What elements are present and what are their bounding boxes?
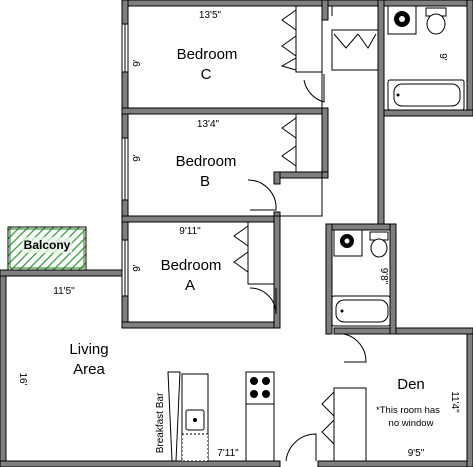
mid-bath-fixtures [331, 229, 391, 327]
bedroom-c-label: Bedroom [177, 46, 238, 63]
bedroom-a-label: Bedroom [161, 257, 222, 274]
top-bath-fixtures [387, 5, 465, 111]
living-label-2: Area [73, 361, 105, 378]
living-height-dim: 16' [17, 372, 28, 385]
windows [121, 23, 129, 297]
bath-mid-walls [325, 223, 397, 335]
kitchen-dim: 7'11" [217, 448, 239, 459]
bedroom-c-letter: C [201, 66, 212, 83]
bedroom-c-height-dim: 9' [132, 59, 143, 67]
bedroom-a-width-dim: 9'11" [179, 226, 201, 237]
living-label: Living [69, 341, 108, 358]
bathtub-drain-icon-2 [340, 309, 344, 313]
den-note-line2: no window [389, 418, 434, 429]
outer-walls [0, 269, 473, 467]
bedroom-b-letter: B [200, 173, 210, 190]
bath-top-dim: 9' [437, 53, 448, 61]
stove-icon [245, 371, 275, 405]
bedroom-a-letter: A [185, 277, 195, 294]
bathtub-drain-icon [396, 93, 400, 97]
bedroom-b-width-dim: 13'4" [197, 119, 220, 130]
bedroom-a-height-dim: 9' [132, 264, 143, 272]
den-label: Den [397, 376, 425, 393]
bedroom-b-label: Bedroom [176, 153, 237, 170]
closet-doors [233, 5, 379, 462]
balcony-label: Balcony [24, 238, 71, 252]
bedroom-c-width-dim: 13'5" [199, 10, 222, 21]
balcony: Balcony [7, 226, 87, 271]
bath-mid-dim: 9'8" [378, 268, 389, 285]
bedroom-b-height-dim: 9' [132, 154, 143, 162]
living-width-dim: 11'5" [53, 286, 75, 297]
kitchen-sink-icon [193, 418, 197, 422]
breakfast-bar-label: Breakfast Bar [155, 392, 166, 453]
den-height-dim: 11'4" [449, 391, 460, 413]
swing-doors [247, 74, 367, 462]
den-note-line1: *This room has [376, 405, 440, 416]
toilet-icon-2 [370, 238, 388, 258]
kitchen [167, 371, 275, 462]
toilet-icon [426, 13, 446, 35]
den-width-dim: 9'5" [408, 448, 425, 459]
